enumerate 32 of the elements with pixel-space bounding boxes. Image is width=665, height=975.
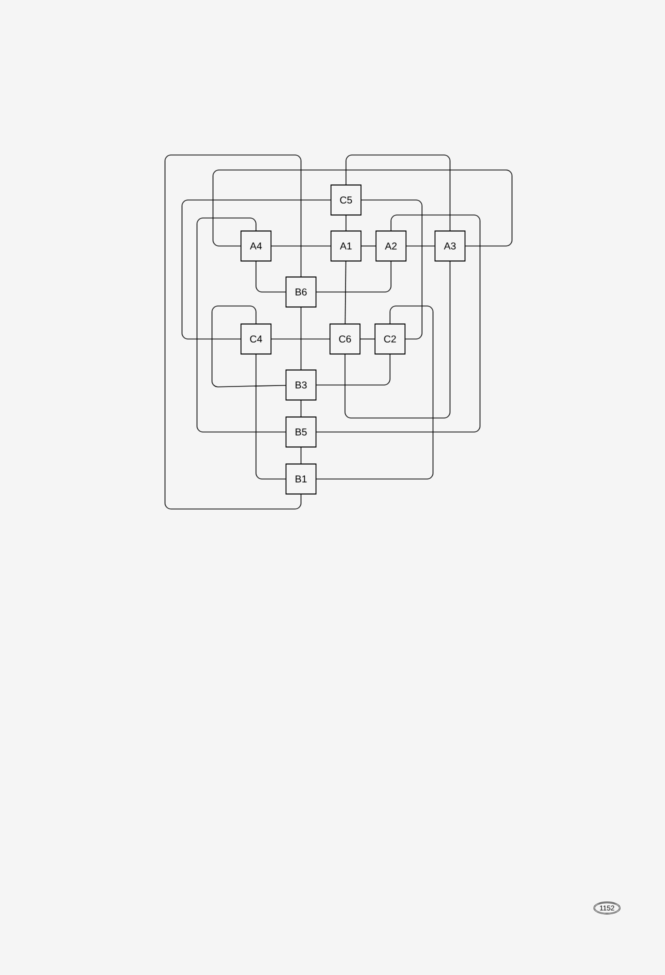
label-box: B6 [286,276,316,308]
connector-line [256,354,286,480]
connector-line [344,261,346,324]
connector-line [212,306,286,388]
connector-line [300,400,302,417]
connector-line [271,338,330,340]
label-box: C5 [330,184,362,216]
connector-line [196,218,286,432]
label-box: A1 [330,230,362,262]
label-box: C2 [374,324,406,354]
connector-line [316,306,434,480]
connector-line [316,261,392,292]
label-box: C6 [330,324,360,354]
label-box: A4 [240,230,272,262]
connector-line [164,154,302,510]
connector-line [346,154,450,231]
label-box: A3 [434,230,466,262]
connector-line [316,354,390,386]
connector-line [300,447,302,464]
label-box: B5 [286,416,316,448]
connector-line [316,214,480,432]
connector-line [212,170,512,246]
connector-line [182,200,331,340]
label-box: A2 [376,230,406,262]
connector-line [300,307,302,370]
connector-line [361,200,422,340]
label-box: B3 [286,370,316,400]
connector-line [344,261,450,418]
label-box: B1 [286,464,316,494]
label-box: C4 [240,324,272,354]
connector-line [256,261,286,292]
connector-line [360,338,375,340]
